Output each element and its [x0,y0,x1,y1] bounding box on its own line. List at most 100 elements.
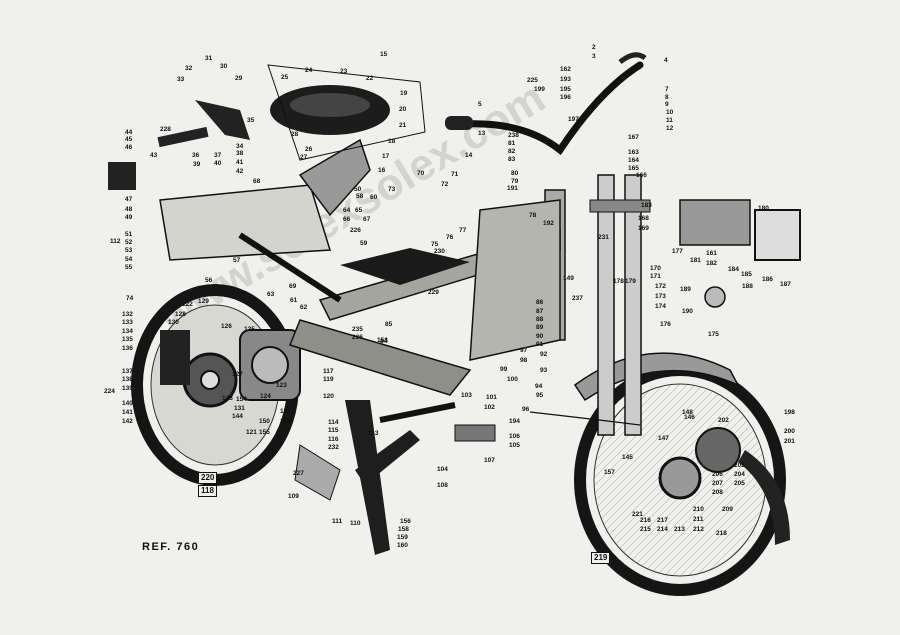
n-110: 110 [350,520,361,527]
n-19: 19 [400,90,408,97]
n-80: 80 [511,170,519,177]
rear-bracket [157,126,209,148]
lever [195,100,250,140]
n-151: 151 [280,408,291,415]
n-85: 85 [385,321,393,328]
n-189: 189 [680,286,691,293]
n-155: 155 [259,429,270,436]
n-24: 24 [305,67,313,74]
n-4: 4 [664,57,668,64]
n-20: 20 [399,106,407,113]
n-49: 49 [125,214,133,221]
n-38: 38 [236,150,244,157]
n-204: 204 [734,471,745,478]
n-36: 36 [192,152,200,159]
n-170: 170 [650,265,661,272]
n-128: 128 [175,311,186,318]
n-22: 22 [366,75,374,82]
n-199: 199 [534,86,545,93]
n-12: 12 [666,125,674,132]
n-184: 184 [728,266,739,273]
n-9: 9 [665,101,669,108]
n-131: 131 [234,405,245,412]
n-111: 111 [332,518,343,525]
n-238: 238 [508,132,519,139]
n-114: 114 [328,419,339,426]
grip-left [445,116,473,130]
n-236: 236 [352,334,363,341]
n-125: 125 [244,326,255,333]
n-46: 46 [125,144,133,151]
n-182: 182 [706,260,717,267]
n-226: 226 [350,227,361,234]
n-216: 216 [640,517,651,524]
n-92: 92 [540,351,548,358]
n-145: 145 [622,454,633,461]
n-164: 164 [628,157,639,164]
n-167: 167 [628,134,639,141]
n-51: 51 [125,231,133,238]
n-53: 53 [125,247,133,254]
n-84: 84 [380,338,388,345]
n-76: 76 [446,234,454,241]
n-95: 95 [536,392,544,399]
n-100: 100 [507,376,518,383]
n-90: 90 [536,333,544,340]
n-211: 211 [693,516,704,523]
n-152: 152 [280,418,291,425]
n-126: 126 [221,323,232,330]
n-178: 178 [613,278,624,285]
n-87: 87 [536,308,544,315]
n-165: 165 [628,165,639,172]
n-57: 57 [233,257,241,264]
n-54: 54 [125,256,133,263]
n-37: 37 [214,152,222,159]
n-237: 237 [572,295,583,302]
rear-drive-engine [160,329,301,401]
n-102: 102 [484,404,495,411]
n-147: 147 [658,435,669,442]
n-229: 229 [428,289,439,296]
n-28: 28 [291,131,299,138]
n-107: 107 [484,457,495,464]
n-108: 108 [437,482,448,489]
n-5: 5 [478,101,482,108]
n-202: 202 [718,417,729,424]
n-101: 101 [486,394,497,401]
n-31: 31 [205,55,213,62]
n-217: 217 [657,517,668,524]
n-188: 188 [742,283,753,290]
n-221: 221 [632,511,643,518]
n-157: 157 [604,469,615,476]
n-33: 33 [177,76,185,83]
n-55: 55 [125,264,133,271]
n-115: 115 [328,427,339,434]
n-97: 97 [520,347,528,354]
n-139: 139 [122,385,133,392]
headlamp [679,199,801,308]
n-88: 88 [536,316,544,323]
stand-and-pedal [345,400,496,555]
boxed-label-220: 220 [198,472,218,484]
n-70: 70 [417,170,425,177]
n-71: 71 [451,171,459,178]
rear-fender [738,450,790,545]
n-7: 7 [665,86,669,93]
n-77: 77 [459,227,467,234]
n-113: 113 [368,430,379,437]
n-2: 2 [592,44,596,51]
n-185: 185 [741,271,752,278]
part-number-labels: 2 3 4 5 7 8 9 10 11 12 13 14 15 16 17 18… [104,44,795,549]
n-230: 230 [434,248,445,255]
n-45: 45 [125,136,133,143]
n-196: 196 [560,94,571,101]
n-58: 58 [356,193,364,200]
n-169: 169 [638,225,649,232]
n-18: 18 [388,138,396,145]
n-121: 121 [246,429,257,436]
n-206: 206 [712,471,723,478]
n-205: 205 [734,480,745,487]
n-127: 127 [232,371,243,378]
n-40: 40 [214,160,222,167]
n-52: 52 [125,239,133,246]
